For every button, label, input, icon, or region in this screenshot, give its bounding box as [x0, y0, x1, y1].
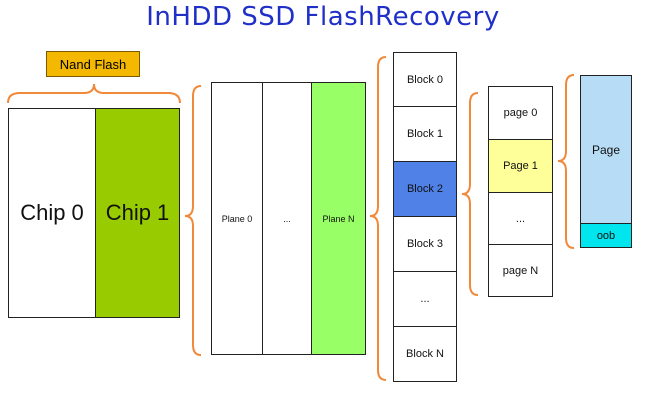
brace-nand-top: [7, 83, 181, 104]
block-ellipsis: ...: [393, 271, 457, 327]
brace-blocks: [369, 56, 387, 381]
page-oob: oob: [580, 223, 632, 248]
page-ellipsis: ...: [488, 192, 553, 245]
diagram-title: InHDD SSD FlashRecovery: [146, 2, 500, 32]
brace-pages: [461, 92, 479, 296]
plane-n: Plane N: [311, 82, 366, 355]
plane-0: Plane 0: [211, 82, 263, 355]
block-1: Block 1: [393, 106, 457, 162]
brace-page-detail: [557, 74, 575, 249]
block-n: Block N: [393, 326, 457, 382]
block-0: Block 0: [393, 52, 457, 107]
page-0: page 0: [488, 86, 553, 140]
nand-flash-label: Nand Flash: [46, 51, 140, 77]
chip-1: Chip 1: [95, 108, 180, 318]
chip-0: Chip 0: [8, 108, 96, 318]
block-3: Block 3: [393, 216, 457, 272]
block-2: Block 2: [393, 161, 457, 217]
page-1: Page 1: [488, 139, 553, 193]
page-n: page N: [488, 244, 553, 297]
plane-ellipsis: ...: [262, 82, 312, 355]
brace-planes: [184, 85, 202, 356]
page-detail: Page: [580, 75, 632, 224]
